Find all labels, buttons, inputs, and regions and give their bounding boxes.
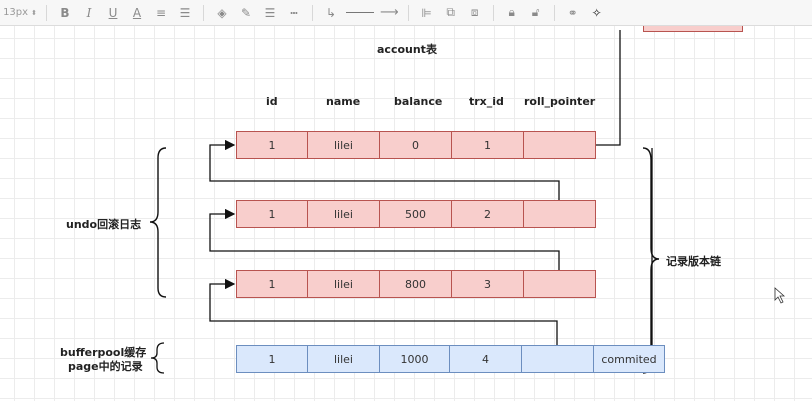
line-end-icon[interactable]: ⟶ bbox=[380, 5, 399, 20]
top-cutoff-box[interactable] bbox=[643, 26, 743, 32]
undo-log-label: undo回滚日志 bbox=[66, 218, 142, 231]
buffer-row-name[interactable]: lilei bbox=[307, 345, 380, 373]
bufferpool-label-line2: page中的记录 bbox=[68, 360, 143, 373]
column-header-balance: balance bbox=[394, 95, 443, 108]
line-style-icon[interactable]: ┅ bbox=[290, 5, 298, 20]
toolbar-divider bbox=[553, 4, 555, 21]
line-color-icon[interactable]: ✎ bbox=[240, 5, 252, 20]
undo-row1-id[interactable]: 1 bbox=[236, 131, 308, 159]
buffer-row-roll-pointer[interactable] bbox=[521, 345, 594, 373]
underline-button[interactable]: U bbox=[108, 5, 118, 20]
buffer-row-id[interactable]: 1 bbox=[236, 345, 308, 373]
version-chain-label: 记录版本链 bbox=[666, 255, 721, 268]
undo-row3-trx-id[interactable]: 3 bbox=[451, 270, 524, 298]
font-color-button[interactable]: A bbox=[132, 5, 142, 20]
waypoint-icon[interactable]: ↳ bbox=[325, 5, 337, 20]
undo-row3-roll-pointer[interactable] bbox=[523, 270, 596, 298]
to-front-icon[interactable]: ⧉ bbox=[446, 5, 455, 19]
unlock-icon[interactable]: 🔓︎ bbox=[531, 5, 540, 19]
undo-row2-name[interactable]: lilei bbox=[307, 200, 380, 228]
undo-row3-id[interactable]: 1 bbox=[236, 270, 308, 298]
undo-row2-roll-pointer[interactable] bbox=[523, 200, 596, 228]
lock-icon[interactable]: 🔒︎ bbox=[508, 5, 515, 19]
undo-row1-trx-id[interactable]: 1 bbox=[451, 131, 524, 159]
format-painter-icon[interactable]: ✧ bbox=[591, 5, 602, 20]
list-icon[interactable]: ☰ bbox=[179, 5, 191, 20]
version-chain-brace bbox=[642, 147, 660, 374]
toolbar-divider bbox=[407, 4, 409, 21]
toolbar-divider bbox=[46, 4, 47, 21]
toolbar-divider bbox=[492, 4, 494, 21]
font-size-value: 13px bbox=[3, 7, 29, 18]
fill-color-icon[interactable]: ◈ bbox=[217, 5, 227, 20]
undo-row1-balance[interactable]: 0 bbox=[379, 131, 452, 159]
undo-row1-name[interactable]: lilei bbox=[307, 131, 380, 159]
undo-brace bbox=[149, 147, 167, 298]
align-icon[interactable]: ≡ bbox=[155, 5, 167, 20]
toolbar-divider bbox=[203, 4, 204, 21]
line-start-icon[interactable] bbox=[346, 3, 374, 23]
column-header-roll-pointer: roll_pointer bbox=[524, 95, 596, 108]
undo-row2-trx-id[interactable]: 2 bbox=[451, 200, 524, 228]
stepper-icon: ⬍ bbox=[31, 8, 37, 17]
undo-row1-roll-pointer[interactable] bbox=[523, 131, 596, 159]
undo-row2-id[interactable]: 1 bbox=[236, 200, 308, 228]
table-title: account表 bbox=[377, 43, 437, 56]
column-header-id: id bbox=[266, 95, 278, 108]
to-back-icon[interactable]: ⧈ bbox=[470, 5, 479, 19]
mouse-cursor-icon bbox=[774, 287, 786, 304]
align-left-icon[interactable]: ⊫ bbox=[421, 5, 432, 20]
undo-row3-name[interactable]: lilei bbox=[307, 270, 380, 298]
italic-button[interactable]: I bbox=[86, 5, 92, 20]
pointer-line-row3 bbox=[209, 208, 560, 270]
pointer-line-top bbox=[596, 30, 621, 146]
bufferpool-label-line1: bufferpool缓存 bbox=[60, 346, 147, 359]
column-header-trx-id: trx_id bbox=[469, 95, 504, 108]
buffer-row-trx-id[interactable]: 4 bbox=[449, 345, 522, 373]
bold-button[interactable]: B bbox=[60, 5, 70, 20]
format-toolbar: 13px⬍ B I U A ≡ ☰ ◈ ✎ ☰ ┅ ↳ ⟶ ⊫ ⧉ ⧈ 🔒︎ 🔓… bbox=[0, 0, 812, 26]
line-sample-icon bbox=[346, 12, 374, 13]
line-weight-icon[interactable]: ☰ bbox=[264, 5, 276, 20]
buffer-row-status[interactable]: commited bbox=[593, 345, 665, 373]
pointer-line-row2 bbox=[209, 139, 560, 201]
buffer-row-balance[interactable]: 1000 bbox=[379, 345, 450, 373]
undo-row3-balance[interactable]: 800 bbox=[379, 270, 452, 298]
bufferpool-brace bbox=[150, 342, 165, 374]
font-size-select[interactable]: 13px⬍ bbox=[3, 3, 37, 23]
column-header-name: name bbox=[326, 95, 361, 108]
pointer-line-buffer bbox=[209, 278, 558, 345]
toolbar-divider bbox=[312, 4, 313, 21]
link-icon[interactable]: ⚭ bbox=[567, 5, 578, 20]
undo-row2-balance[interactable]: 500 bbox=[379, 200, 452, 228]
